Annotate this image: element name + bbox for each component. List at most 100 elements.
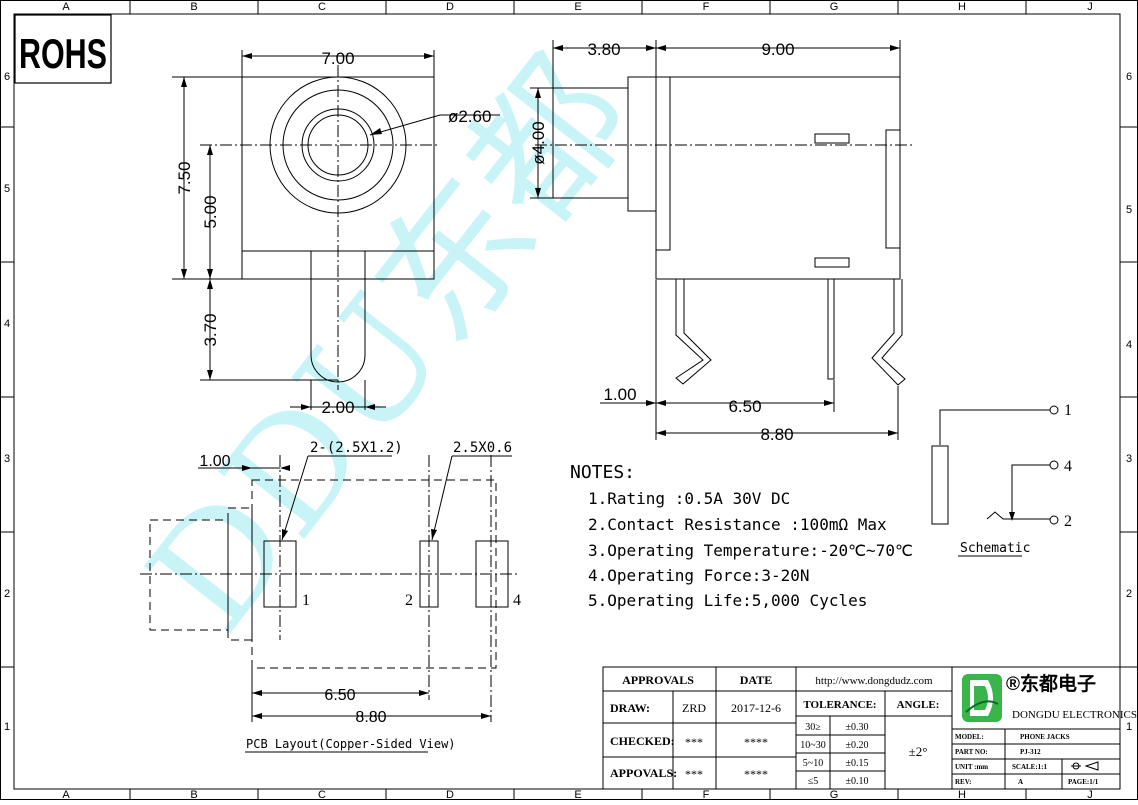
pcb-pin-2: 2 (405, 592, 413, 609)
side-view (530, 40, 915, 440)
watermark: DDU东都 (116, 29, 664, 662)
tb-unit: UNIT :mm (955, 763, 988, 771)
pcb-caption: PCB Layout(Copper-Sided View) (246, 737, 456, 751)
dim-width: 7.00 (321, 49, 354, 68)
border-labels: A B C D E F G H J A B C D E F G H J 6 5 … (4, 1, 1132, 801)
col-label-bottom: J (1087, 789, 1093, 800)
projection-symbol-icon (1071, 761, 1099, 771)
row-label: 1 (4, 721, 10, 733)
front-view-arrows (181, 53, 434, 410)
dim-1: 1.00 (603, 385, 636, 404)
col-label-bottom: C (318, 789, 326, 800)
tb-rev-value: A (1018, 778, 1023, 786)
col-label: E (574, 1, 581, 13)
tb-appovals-by: *** (685, 767, 703, 781)
col-label: D (446, 1, 454, 13)
col-label: H (958, 1, 966, 13)
tb-tol-value: ±0.30 (846, 722, 869, 733)
tb-checked: CHECKED: (610, 734, 675, 748)
col-label: A (62, 1, 70, 13)
tb-approvals: APPROVALS (622, 673, 694, 687)
pcb-layout (140, 455, 518, 753)
tb-appovals: APPOVALS: (610, 766, 677, 780)
tb-company-cn: ®东都电子 (1006, 672, 1096, 695)
row-label-right: 1 (1126, 721, 1132, 733)
pcb-dim-a: 6.50 (324, 687, 355, 704)
notes: NOTES: 1.Rating :0.5A 30V DC 2.Contact R… (570, 462, 913, 610)
row-label-right: 2 (1126, 588, 1132, 600)
dim-hole: ø2.60 (448, 107, 491, 126)
pcb-pin-4: 4 (513, 592, 521, 609)
tb-tol-range: 10~30 (800, 740, 825, 751)
tb-tol-range: 30≥ (805, 722, 821, 733)
pcb-arrows (242, 465, 491, 719)
row-label-right: 3 (1126, 453, 1132, 465)
note-item: 5.Operating Life:5,000 Cycles (588, 591, 867, 610)
tb-checked-by: *** (685, 735, 703, 749)
pcb-pad-label-b: 2.5X0.6 (453, 440, 512, 456)
tb-draw-by: ZRD (682, 701, 706, 715)
tb-page: PAGE:1/1 (1068, 778, 1099, 786)
schematic-pin-4: 4 (1064, 458, 1072, 475)
pcb-dim-1: 1.00 (199, 453, 230, 470)
col-label: F (703, 1, 710, 13)
col-label-bottom: E (574, 789, 581, 800)
side-view-arrows (535, 45, 900, 436)
row-label: 2 (4, 588, 10, 600)
tb-model-value: PHONE JACKS (1020, 733, 1070, 741)
tb-tol-value: ±0.15 (846, 758, 869, 769)
schematic-pin-1: 1 (1064, 402, 1072, 419)
row-label: 5 (4, 183, 10, 195)
pcb-pad-label-a: 2-(2.5X1.2) (310, 440, 403, 456)
note-item: 2.Contact Resistance :100mΩ Max (588, 515, 887, 534)
front-view-dims: 7.00 7.50 5.00 3.70 2.00 ø2.60 (175, 49, 491, 417)
col-label: J (1087, 1, 1093, 13)
tb-part-value: PJ-312 (1020, 748, 1041, 756)
col-label-bottom: A (62, 789, 70, 800)
tb-url: http://www.dongdudz.com (815, 675, 933, 687)
row-label-right: 6 (1126, 71, 1132, 83)
col-label: G (830, 1, 839, 13)
dim-pin-width: 2.00 (321, 398, 354, 417)
tb-appovals-date: **** (744, 767, 768, 781)
col-label-bottom: G (830, 789, 839, 800)
note-item: 3.Operating Temperature:-20℃~70℃ (588, 541, 913, 560)
tb-angle: ANGLE: (897, 699, 940, 711)
side-view-dims: 3.80 9.00 ø4.00 1.00 6.50 8.80 (529, 40, 795, 444)
note-item: 1.Rating :0.5A 30V DC (588, 489, 790, 508)
dim-height: 7.50 (175, 161, 194, 194)
schematic-pin-2: 2 (1064, 513, 1072, 530)
tb-tolerance: TOLERANCE: (803, 699, 876, 711)
dim-nose: 3.80 (587, 40, 620, 59)
dim-3: 8.80 (760, 425, 793, 444)
pcb-pin-1: 1 (302, 592, 310, 609)
schematic (931, 405, 1059, 557)
company-logo-icon (962, 674, 1002, 722)
tb-tol-range: 5~10 (803, 758, 823, 769)
dim-body: 9.00 (761, 40, 794, 59)
row-label: 4 (4, 318, 10, 330)
note-item: 4.Operating Force:3-20N (588, 566, 810, 585)
row-label: 6 (4, 71, 10, 83)
schematic-labels: 1 4 2 Schematic (960, 402, 1072, 556)
row-label-right: 4 (1126, 339, 1132, 351)
title-block (602, 666, 1121, 790)
col-label: B (190, 1, 197, 13)
col-label-bottom: H (958, 789, 966, 800)
dim-2: 6.50 (728, 397, 761, 416)
watermark-text: DDU东都 (116, 29, 664, 662)
col-label: C (318, 1, 326, 13)
tb-scale: SCALE:1:1 (1012, 763, 1048, 771)
col-label-bottom: B (190, 789, 197, 800)
tb-draw: DRAW: (610, 701, 650, 715)
row-label-right: 5 (1126, 204, 1132, 216)
tb-company-en: DONGDU ELECTRONICS (1012, 709, 1137, 721)
rohs-text: ROHS (19, 30, 107, 77)
col-label-bottom: F (703, 789, 710, 800)
notes-title: NOTES: (570, 462, 635, 483)
tb-draw-date: 2017-12-6 (731, 701, 781, 715)
tb-tol-range: ≤5 (808, 776, 819, 787)
pcb-dim-b: 8.80 (355, 709, 386, 726)
